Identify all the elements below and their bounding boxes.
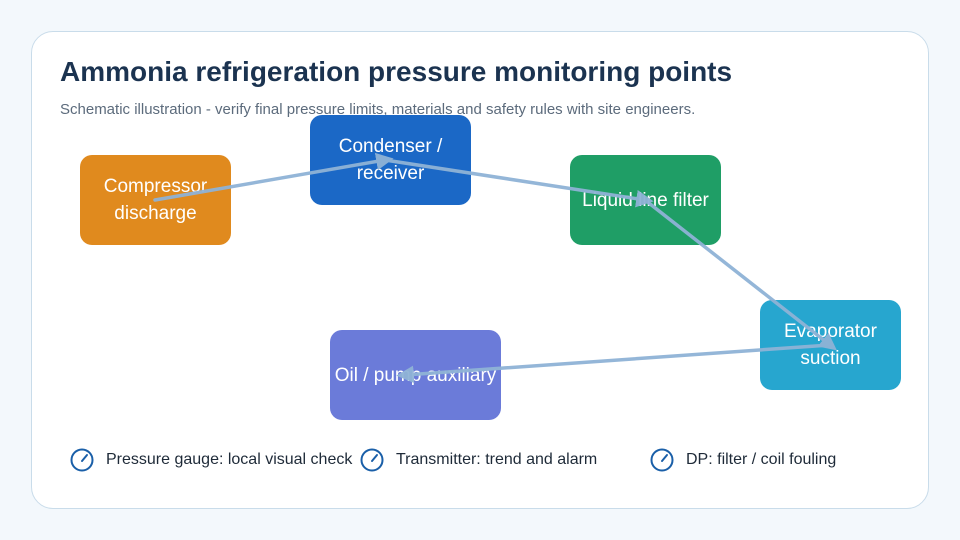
- page-subtitle: Schematic illustration - verify final pr…: [60, 101, 696, 118]
- gauge-icon: [650, 448, 674, 472]
- node-evaporator-suction: Evaporator suction: [760, 300, 901, 390]
- node-label: Compressor discharge: [103, 176, 208, 224]
- node-label: Oil / pump auxiliary: [334, 364, 497, 386]
- legend-pressure-gauge: Pressure gauge: local visual check: [70, 446, 362, 474]
- legend-label: Pressure gauge: local visual check: [106, 451, 353, 468]
- gauge-icon: [70, 448, 94, 472]
- node-liquid-line-filter: Liquid line filter: [570, 155, 721, 245]
- node-condenser-receiver: Condenser / receiver: [310, 115, 471, 205]
- node-oil-pump-auxiliary: Oil / pump auxiliary: [330, 330, 501, 420]
- legend-label: Transmitter: trend and alarm: [396, 451, 598, 468]
- gauge-icon: [360, 448, 384, 472]
- page-title: Ammonia refrigeration pressure monitorin…: [60, 56, 733, 87]
- legend-label: DP: filter / coil fouling: [686, 451, 837, 468]
- node-label: Evaporator suction: [784, 321, 877, 369]
- legend-transmitter: Transmitter: trend and alarm: [360, 446, 630, 474]
- node-compressor-discharge: Compressor discharge: [80, 155, 231, 245]
- node-label: Liquid line filter: [582, 189, 709, 211]
- legend-differential-pressure: DP: filter / coil fouling: [650, 446, 910, 474]
- node-label: Condenser / receiver: [338, 136, 443, 184]
